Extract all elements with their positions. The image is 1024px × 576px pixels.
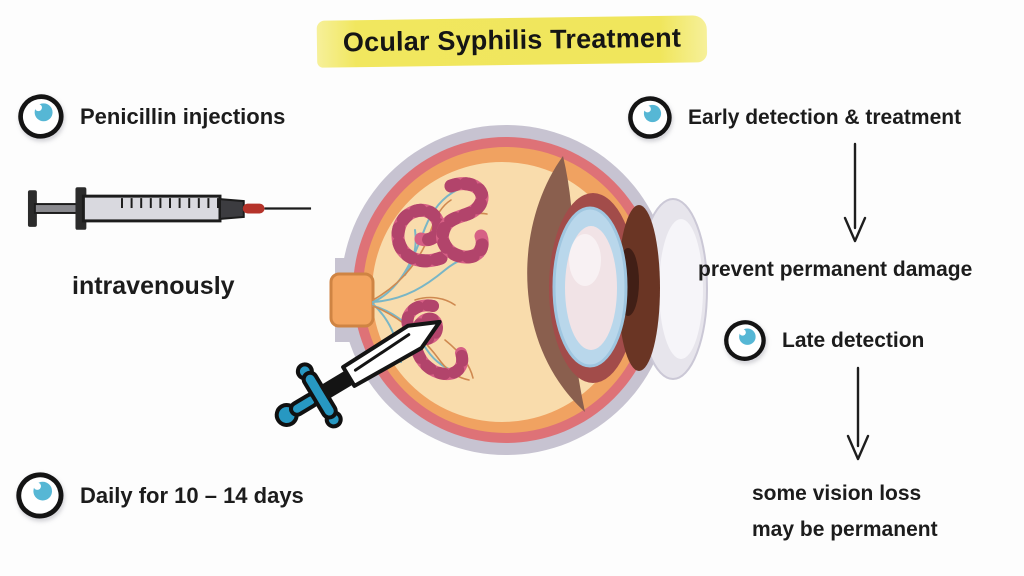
syringe-tip (218, 198, 245, 220)
optic-nerve (329, 272, 375, 328)
early-detection-label: Early detection & treatment (688, 106, 962, 129)
late-detection-row: Late detection (722, 318, 924, 364)
late-outcome-line2: may be permanent (752, 518, 938, 541)
duration-row: Daily for 10 – 14 days (14, 470, 304, 522)
late-outcome-line1: some vision loss (752, 482, 922, 505)
syringe-hub (242, 203, 265, 214)
lens-shine (569, 234, 601, 286)
title-highlight: Ocular Syphilis Treatment (316, 15, 708, 68)
page-title: Ocular Syphilis Treatment (342, 22, 682, 58)
syringe-icon (27, 187, 312, 230)
late-outcome-label: some vision loss may be permanent (752, 476, 938, 548)
down-arrow-icon (846, 366, 870, 461)
route-label: intravenously (72, 272, 235, 300)
iris-mass (618, 205, 660, 371)
eye-icon (16, 472, 64, 520)
syringe-scale-ticks (121, 198, 219, 209)
eye-icon (18, 94, 64, 140)
cornea-highlight (659, 219, 703, 359)
syringe-plunger-rod (33, 203, 84, 214)
early-detection-row: Early detection & treatment (626, 94, 961, 142)
sword-blade (341, 319, 442, 388)
sword-ricasso (319, 370, 354, 400)
late-detection-label: Late detection (782, 329, 925, 352)
down-arrow-icon (843, 142, 867, 243)
sword-icon (274, 319, 442, 429)
duration-label: Daily for 10 – 14 days (80, 483, 304, 508)
penicillin-label: Penicillin injections (80, 104, 286, 129)
eye-icon (724, 320, 766, 363)
syringe-plunger-handle (27, 190, 37, 227)
eye-icon (628, 96, 672, 140)
eye-cross-section (274, 125, 708, 455)
early-outcome-label: prevent permanent damage (698, 258, 973, 281)
penicillin-row: Penicillin injections (16, 92, 285, 142)
